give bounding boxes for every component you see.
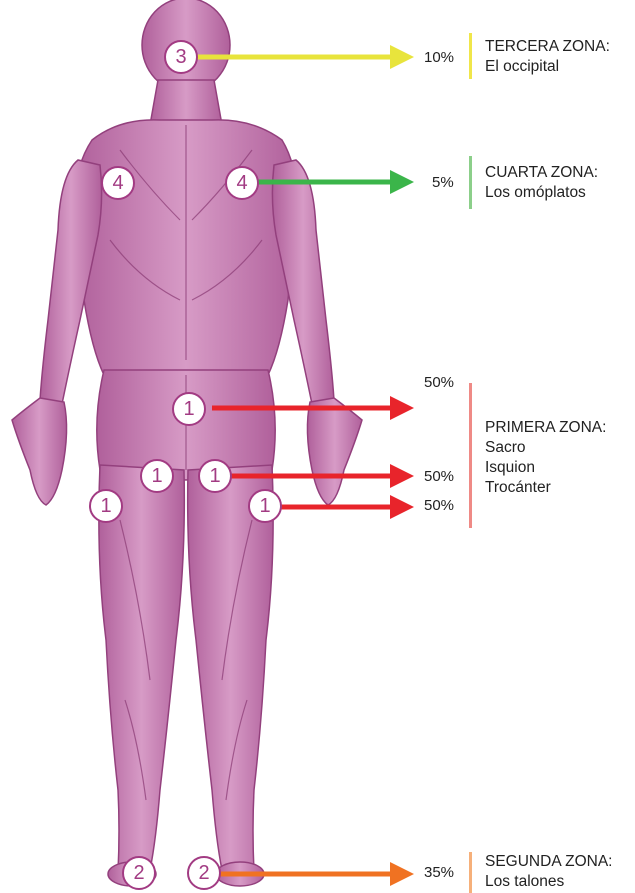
zone-first-label: PRIMERA ZONA: Sacro Isquion Trocánter	[473, 418, 606, 498]
marker-sacrum: 1	[172, 392, 206, 426]
marker-ischium-left: 1	[140, 459, 174, 493]
zone-fourth-line-1: Los omóplatos	[485, 183, 598, 203]
bar-second	[469, 852, 472, 893]
bar-fourth	[469, 156, 472, 209]
zone-bars	[469, 33, 472, 893]
zone-second-title: SEGUNDA ZONA:	[485, 852, 612, 872]
marker-ischium-right: 1	[198, 459, 232, 493]
zone-third-line-1: El occipital	[485, 57, 610, 77]
left-leg	[99, 465, 184, 872]
pct-third: 10%	[424, 49, 454, 66]
marker-shoulder-right: 4	[225, 166, 259, 200]
body-silhouette	[12, 0, 362, 886]
zone-third-title: TERCERA ZONA:	[485, 37, 610, 57]
right-leg	[188, 465, 273, 872]
marker-trochanter-left: 1	[89, 489, 123, 523]
bar-first	[469, 383, 472, 528]
marker-shoulder-left: 4	[101, 166, 135, 200]
pct-trochanter: 50%	[424, 497, 454, 514]
zone-second-line-1: Los talones	[485, 872, 612, 892]
arrow-trochanter	[280, 495, 414, 519]
marker-heel-left: 2	[122, 856, 156, 890]
pct-fourth: 5%	[432, 174, 454, 191]
zone-second-label: SEGUNDA ZONA: Los talones	[473, 852, 612, 892]
bar-third	[469, 33, 472, 79]
pct-ischium: 50%	[424, 468, 454, 485]
zone-fourth-label: CUARTA ZONA: Los omóplatos	[473, 163, 598, 203]
zone-fourth-title: CUARTA ZONA:	[485, 163, 598, 183]
marker-trochanter-right: 1	[248, 489, 282, 523]
neck	[150, 80, 222, 125]
zone-first-title: PRIMERA ZONA:	[485, 418, 606, 438]
marker-heel-right: 2	[187, 856, 221, 890]
pct-sacrum: 50%	[424, 374, 454, 391]
right-hand	[307, 398, 362, 505]
zone-first-line-1: Sacro	[485, 438, 606, 458]
left-hand	[12, 398, 67, 505]
zone-first-line-2: Isquion	[485, 458, 606, 478]
marker-occipital: 3	[164, 40, 198, 74]
pct-second: 35%	[424, 864, 454, 881]
zone-first-line-3: Trocánter	[485, 478, 606, 498]
zone-third-label: TERCERA ZONA: El occipital	[473, 37, 610, 77]
